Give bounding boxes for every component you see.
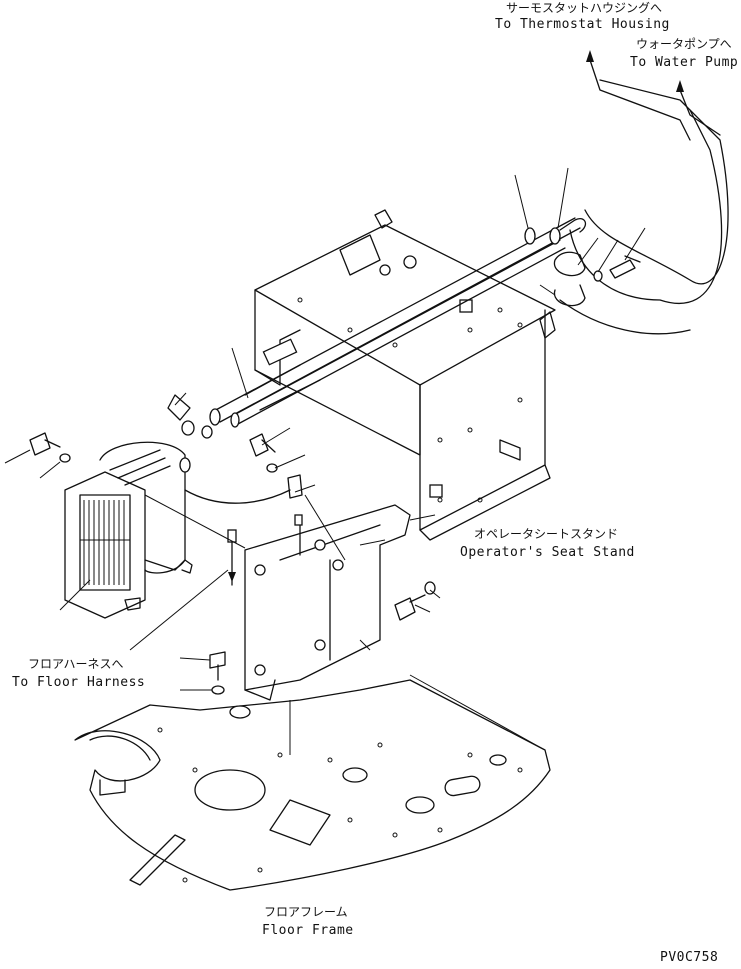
- drawing-code: PV0C758: [660, 950, 719, 965]
- water-pump-label-en: To Water Pump: [630, 55, 739, 70]
- heater-unit: [64, 441, 193, 619]
- thermostat-label-jp: サーモスタットハウジングへ: [506, 1, 663, 15]
- hose-clamps-left: [29, 394, 278, 473]
- floor-frame-label-en: Floor Frame: [262, 923, 354, 938]
- seat-stand-label-jp: オペレータシートスタンド: [474, 527, 619, 541]
- heater-pipes: [209, 217, 587, 428]
- water-pump-label-jp: ウォータポンプへ: [636, 37, 732, 51]
- seat-stand: [254, 209, 556, 541]
- mounting-bracket: [244, 504, 411, 701]
- leader-lines: [4, 167, 646, 755]
- heater-hoses: [559, 50, 729, 335]
- floor-harness-label-en: To Floor Harness: [12, 675, 146, 690]
- bracket-bolts: [209, 581, 436, 695]
- thermostat-label-en: To Thermostat Housing: [495, 17, 670, 32]
- floor-frame: [74, 679, 551, 891]
- seat-stand-label-en: Operator's Seat Stand: [460, 545, 635, 560]
- hose-clamps-right: [553, 251, 641, 307]
- wiring-harness: [184, 474, 303, 586]
- floor-harness-label-jp: フロアハーネスへ: [28, 657, 124, 671]
- floor-frame-label-jp: フロアフレーム: [264, 905, 348, 919]
